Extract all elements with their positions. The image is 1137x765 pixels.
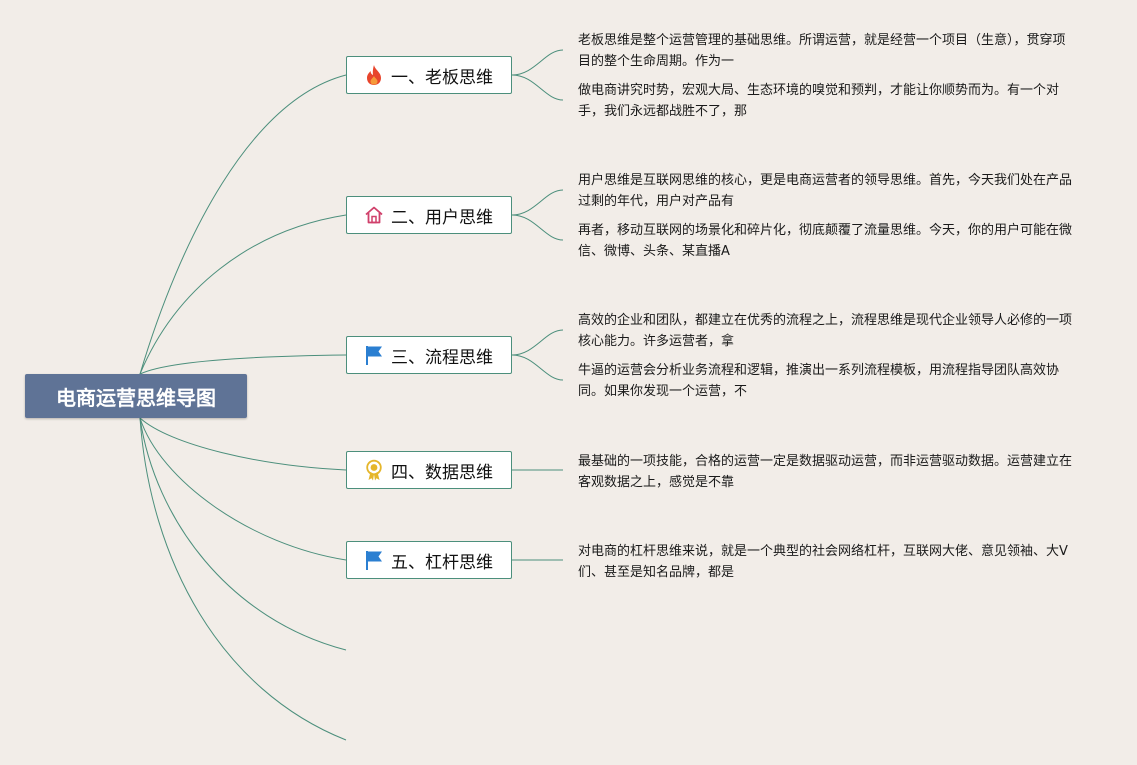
root-title: 电商运营思维导图 xyxy=(56,385,216,410)
note-user-2: 再者，移动互联网的场景化和碎片化，彻底颠覆了流量思维。今天，你的用户可能在微信、… xyxy=(578,223,1073,259)
branch-user-thinking[interactable]: 二、用户思维 xyxy=(346,196,512,234)
root-topic[interactable]: 电商运营思维导图 xyxy=(25,374,247,418)
note-process-1: 高效的企业和团队，都建立在优秀的流程之上，流程思维是现代企业领导人必修的一项核心… xyxy=(578,313,1073,349)
connector-root-branch-5 xyxy=(139,417,347,561)
flag-icon xyxy=(363,549,385,571)
branch-label: 三、流程思维 xyxy=(391,347,493,368)
note-leverage-1: 对电商的杠杆思维来说，就是一个典型的社会网络杠杆，互联网大佬、意见领袖、大V们、… xyxy=(578,544,1068,580)
branch-boss-thinking[interactable]: 一、老板思维 xyxy=(346,56,512,94)
note-boss-1: 老板思维是整个运营管理的基础思维。所谓运营，就是经营一个项目（生意），贯穿项目的… xyxy=(578,33,1066,69)
connector-root-branch-2 xyxy=(139,214,347,375)
connector-root-empty-2 xyxy=(139,417,347,741)
branch-process-thinking[interactable]: 三、流程思维 xyxy=(346,336,512,374)
connector-branch-1-note-2 xyxy=(511,74,564,101)
branch-label: 一、老板思维 xyxy=(391,67,493,88)
connector-branch-3-note-1 xyxy=(511,329,564,356)
connector-branch-3-note-2 xyxy=(511,354,564,381)
medal-icon xyxy=(363,459,385,481)
note-data-1: 最基础的一项技能，合格的运营一定是数据驱动运营，而非运营驱动数据。运营建立在客观… xyxy=(578,454,1073,490)
branch-leverage-thinking[interactable]: 五、杠杆思维 xyxy=(346,541,512,579)
connector-root-branch-4 xyxy=(139,417,347,471)
connector-branch-1-note-1 xyxy=(511,49,564,76)
note-process-2: 牛逼的运营会分析业务流程和逻辑，推演出一系列流程模板，用流程指导团队高效协同。如… xyxy=(578,363,1060,399)
connector-branch-2-note-1 xyxy=(511,189,564,216)
branch-label: 五、杠杆思维 xyxy=(391,552,493,573)
note-user-1: 用户思维是互联网思维的核心，更是电商运营者的领导思维。首先，今天我们处在产品过剩… xyxy=(578,173,1073,209)
house-icon xyxy=(363,204,385,226)
connector-root-empty-1 xyxy=(139,417,347,651)
branch-label: 四、数据思维 xyxy=(391,462,493,483)
branch-label: 二、用户思维 xyxy=(391,207,493,228)
note-boss-2: 做电商讲究时势，宏观大局、生态环境的嗅觉和预判，才能让你顺势而为。有一个对手，我… xyxy=(578,83,1060,119)
fire-icon xyxy=(363,64,385,86)
connector-branch-2-note-2 xyxy=(511,214,564,241)
connector-root-branch-1 xyxy=(139,74,347,375)
flag-icon xyxy=(363,344,385,366)
connector-root-branch-3 xyxy=(139,354,347,375)
branch-data-thinking[interactable]: 四、数据思维 xyxy=(346,451,512,489)
